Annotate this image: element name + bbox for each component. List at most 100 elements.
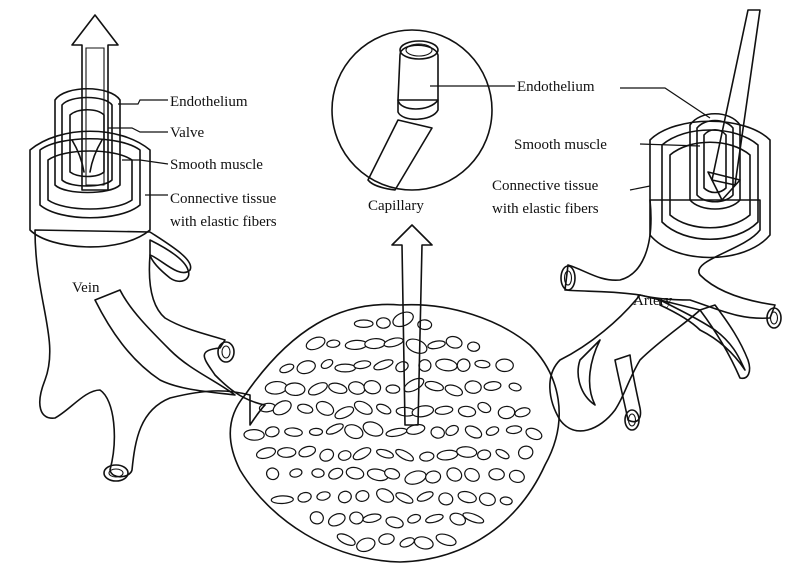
capillary-cell [437,449,459,461]
capillary-cell [383,336,404,348]
capillary-cell [407,513,422,525]
capillary-cell [335,364,355,372]
capillary-cell [265,426,280,438]
capillary-cell [475,360,491,369]
capillary-cell [255,446,276,460]
capillary-cell [345,466,365,481]
capillary-cell [318,447,335,463]
artery-connective-tissue-label: Connective tissue [492,178,599,194]
capillary-cell [265,381,288,395]
vein-elastic-fibers-label: with elastic fibers [170,214,277,230]
capillary-cell [455,357,472,373]
vein-name-label: Vein [72,280,100,296]
capillary-cell [476,400,492,414]
capillary-cell [399,536,416,549]
artery-elastic-fibers-label: with elastic fibers [492,201,599,217]
capillary-cell [424,380,444,393]
capillary-cell [297,491,312,503]
capillary-cell [524,426,543,442]
capillary-cell [385,427,407,438]
vein-illustration [30,15,265,481]
capillary-cell [327,466,344,481]
capillary-cell [462,466,481,484]
artery-illustration [550,10,781,431]
capillary-cell [312,468,325,477]
capillary-cell [457,490,478,505]
capillary-cell [514,406,531,418]
artery-smooth-muscle-label: Smooth muscle [514,137,607,153]
capillary-cell [435,358,458,372]
vein-endothelium-label: Endothelium [170,94,248,110]
capillary-cell [285,382,305,395]
capillary-cell [458,405,476,417]
capillary-cell [364,338,385,349]
capillary-cell [485,425,500,437]
capillary-cell [298,445,317,459]
capillary-inset [332,30,515,190]
capillary-cell [419,359,432,371]
capillary-cell [277,447,296,457]
capillary-cell [376,448,395,460]
capillary-cell [517,444,534,460]
capillary-cell [378,533,395,546]
capillary-cell [402,376,426,395]
capillary-cell [435,405,453,415]
capillary-cell [375,402,392,416]
capillary-cell [456,446,477,458]
capillary-cell [377,318,391,329]
capillary-cell [500,496,513,505]
capillary-cell [347,380,366,396]
capillary-cell [304,335,326,353]
capillary-cell [374,486,395,505]
capillary-cell [489,468,505,480]
capillary-cell [349,511,364,525]
capillary-cell [328,381,348,395]
capillary-cell [430,426,445,440]
capillary-cell [336,531,357,547]
capillary-cell [425,470,442,484]
capillary-cell [337,490,353,505]
capillary-cell [403,469,427,487]
capillary-cell [309,510,325,525]
capillary-cell [353,360,371,370]
capillary-cell [279,362,295,374]
capillary-cell [373,358,394,372]
capillary-cell [307,380,329,397]
capillary-cell [495,448,511,461]
capillary-cell [345,340,367,350]
capillary-cell [508,382,522,392]
capillary-cell [284,427,302,437]
vein-smooth-muscle-label: Smooth muscle [170,157,263,173]
capillary-cell [445,465,464,483]
artery-name-label: Artery [633,293,673,309]
capillary-cell [265,466,281,481]
capillary-cell [386,385,400,394]
capillary-cell [394,360,409,374]
capillary-cell [413,535,434,551]
capillary-cell [496,359,514,372]
capillary-cell [498,406,515,419]
capillary-cell [309,428,322,435]
capillary-cell [297,403,314,415]
capillary-cell [352,399,374,417]
capillary-cell [327,511,347,528]
capillary-network-cells [244,309,544,554]
capillary-cell [314,399,336,418]
capillary-cell [354,320,373,327]
capillary-bed [230,304,559,562]
vein-connective-tissue-label: Connective tissue [170,191,277,207]
capillary-cell [465,380,482,393]
capillary-cell [289,468,303,478]
capillary-cell [411,404,434,418]
capillary-endothelium-label: Endothelium [517,79,595,95]
capillary-cell [343,422,365,441]
capillary-cell [404,336,429,356]
capillary-cell [477,449,491,460]
capillary-cell [325,422,345,437]
capillary-cell [338,450,352,462]
capillary-cell [478,491,496,507]
capillary-cell [445,335,463,350]
capillary-cell [419,451,434,461]
